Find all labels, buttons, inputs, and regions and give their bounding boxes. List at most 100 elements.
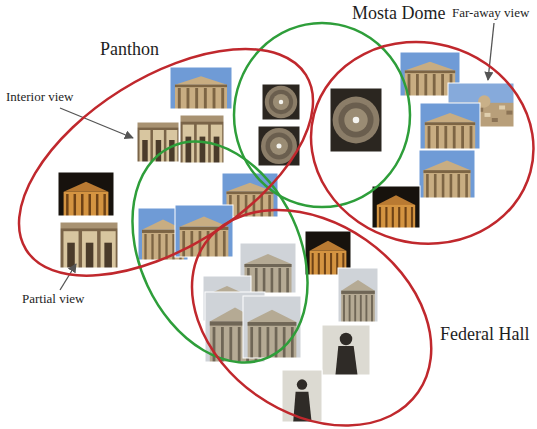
photo-part: [180, 115, 224, 163]
photo-part: [365, 295, 367, 322]
photo-part: [178, 88, 181, 109]
photo-part: [269, 90, 293, 114]
photo-part: [260, 195, 263, 217]
photo-part: [268, 195, 271, 217]
cluster-name: Panthon: [100, 40, 159, 60]
view-label: Interior view: [6, 90, 74, 105]
photo-part: [248, 310, 297, 322]
photo-part: [187, 88, 190, 109]
photo-part: [312, 253, 314, 275]
photo-part: [360, 295, 362, 322]
photo-part: [175, 85, 227, 109]
photo-part: [64, 182, 109, 192]
leader-arrow: [60, 264, 76, 290]
photo: [258, 126, 300, 166]
photo-part: [258, 126, 300, 166]
photo-part: [442, 174, 445, 198]
photo-part: [273, 94, 289, 110]
photo-part: [416, 74, 419, 96]
photo-part: [213, 88, 216, 109]
photo-part: [453, 126, 456, 149]
photo-part: [425, 113, 475, 122]
photo-part: [330, 88, 382, 152]
photo-part: [411, 207, 413, 228]
photo-part: [142, 140, 147, 162]
photo-part: [221, 88, 224, 109]
photo-part: [470, 126, 473, 149]
photo-part: [385, 207, 387, 228]
photo-part: [175, 76, 227, 84]
photo-part: [270, 137, 288, 155]
photo-part: [465, 174, 468, 198]
photo-part: [426, 174, 429, 198]
photo-part: [214, 137, 220, 163]
photo-part: [137, 122, 179, 128]
cluster-name: Federal Hall: [440, 325, 529, 345]
cluster-ellipse: Mosta Dome: [311, 42, 533, 244]
photo-part: [310, 241, 347, 251]
ellipse-outline: [311, 42, 533, 244]
similarity-ellipse: [98, 113, 341, 391]
photo-frame: [58, 172, 114, 216]
photo-part: [140, 130, 151, 162]
photo-part: [180, 227, 229, 257]
photo-part: [276, 143, 281, 148]
photo-part: [223, 231, 226, 257]
photo-part: [457, 174, 460, 198]
photo-frame: [243, 296, 301, 358]
photo-part: [158, 234, 160, 260]
view-label: Far-away view: [452, 6, 529, 21]
photo-part: [250, 327, 253, 358]
photo-part: [283, 327, 286, 358]
photo-part: [66, 194, 68, 216]
photo-part: [262, 84, 300, 120]
photo-part: [324, 253, 326, 275]
photo-part: [63, 231, 78, 268]
photo-part: [343, 295, 345, 322]
photo-part: [338, 102, 373, 137]
photo-part: [424, 74, 427, 96]
photo-part: [433, 74, 436, 96]
photo-part: [169, 140, 174, 162]
photo-part: [436, 126, 439, 149]
leader-arrow: [60, 108, 133, 138]
photo-part: [441, 74, 444, 96]
photo-part: [499, 106, 505, 110]
photo-part: [180, 115, 224, 122]
photo-part: [156, 140, 161, 162]
photo-part: [419, 150, 475, 198]
photo-part: [428, 126, 431, 149]
photo-part: [371, 295, 373, 322]
ellipse-border: [0, 2, 351, 321]
cluster-ellipse: Panthon: [19, 49, 313, 276]
photo-part: [255, 268, 258, 293]
photo: [322, 325, 370, 375]
photo: [372, 186, 420, 228]
photo: [58, 172, 114, 216]
photo-frame: [420, 103, 480, 149]
photo-part: [104, 243, 112, 268]
photo-part: [341, 291, 375, 294]
photo-part: [461, 126, 464, 149]
photo-part: [101, 231, 116, 268]
photo-part: [215, 231, 218, 257]
photo: [180, 115, 224, 163]
photo-frame: [262, 84, 300, 120]
photo-part: [341, 280, 375, 291]
photo-part: [377, 195, 415, 205]
photo-part: [344, 108, 367, 131]
photo-frame: [180, 115, 224, 163]
photo-part: [60, 222, 118, 228]
photo: [338, 268, 378, 322]
photo: [330, 88, 382, 152]
photo-part: [349, 295, 351, 322]
photo-frame: [419, 150, 475, 198]
ellipse-border: [288, 17, 537, 268]
photo-part: [271, 268, 274, 293]
photo-part: [221, 327, 224, 362]
photo-part: [197, 125, 208, 163]
photo-part: [286, 268, 289, 293]
photo-part: [377, 205, 415, 228]
